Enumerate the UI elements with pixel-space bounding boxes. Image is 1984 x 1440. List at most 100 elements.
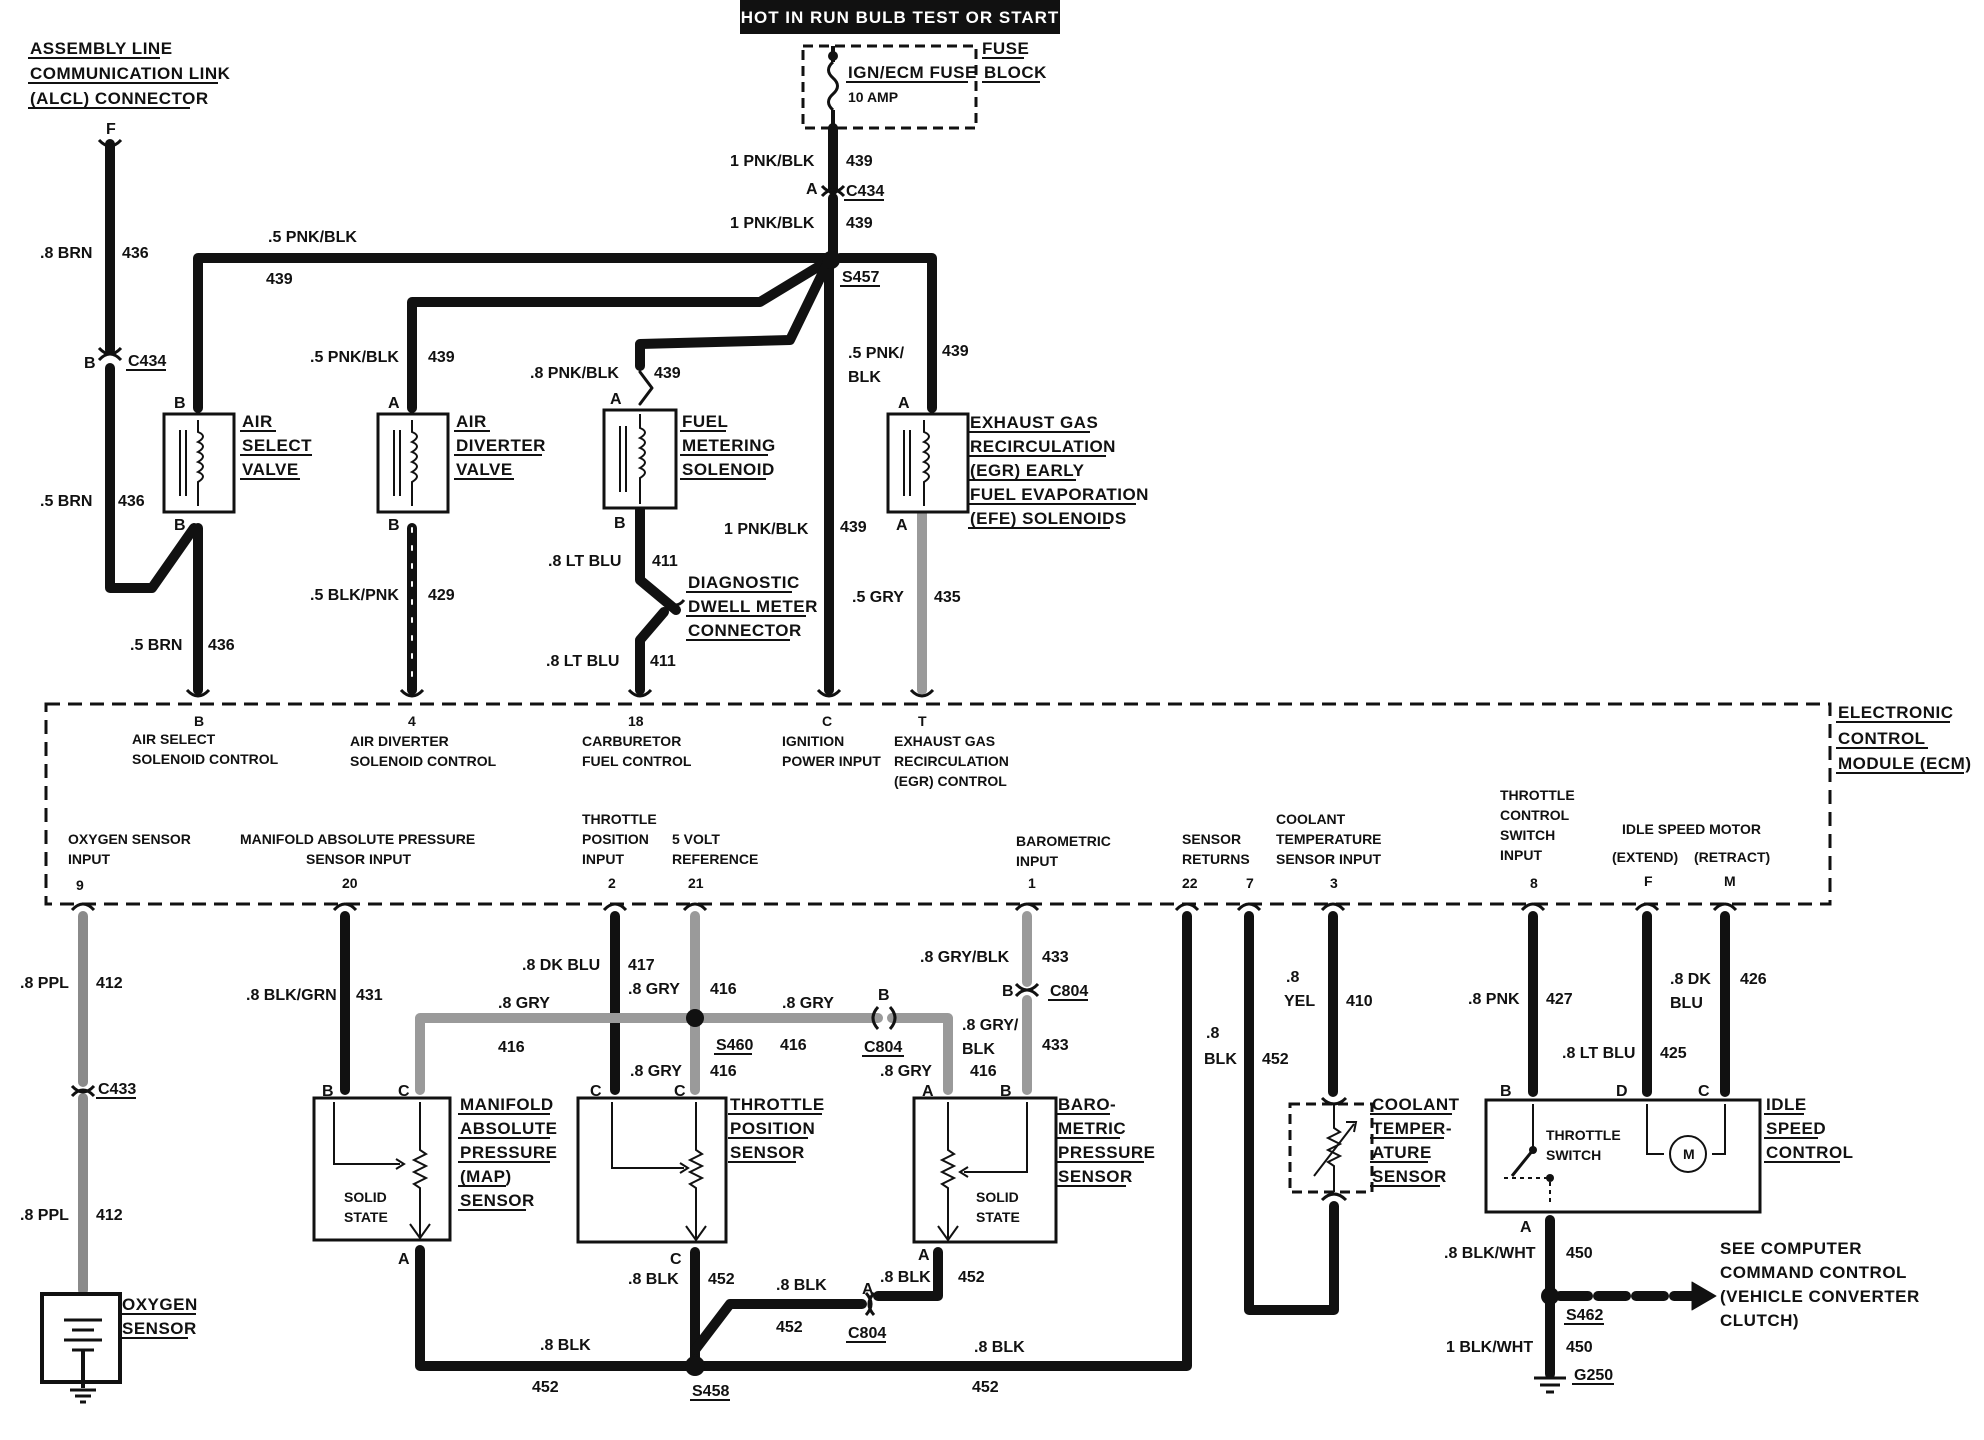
- map-solid-state-2: STATE: [344, 1209, 388, 1225]
- ecm-pin-7: 7: [1246, 875, 1254, 891]
- map-pin-c: C: [398, 1083, 410, 1100]
- ecm-pin-m: M: [1724, 873, 1736, 889]
- ecm-pin-21: 21: [688, 875, 704, 891]
- wire-label-14-circuit: 411: [650, 653, 676, 670]
- ecm-pin-2: 2: [608, 875, 616, 891]
- fuse-block-label-2: BLOCK: [984, 63, 1047, 82]
- wire-439-air-diverter: [407, 257, 831, 413]
- tps-pin-c: C: [674, 1083, 686, 1100]
- ecm-pin-c: C: [822, 713, 832, 729]
- air-select-label-3: VALVE: [242, 460, 299, 479]
- wire-label-23-circuit: 416: [710, 1063, 737, 1080]
- splice-s458: [685, 1356, 705, 1376]
- wire-label-35-gauge: .8: [1286, 969, 1299, 986]
- fuel-metering-label-3: SOLENOID: [682, 460, 775, 479]
- fuel-metering-pin-a: A: [610, 391, 622, 408]
- ecm-pin-3-desc-2: TEMPERATURE: [1276, 831, 1382, 847]
- wire-label-12-circuit: 429: [428, 587, 455, 604]
- idle-label-3: CONTROL: [1766, 1143, 1854, 1162]
- splice-s457: [822, 251, 840, 269]
- tps-box: [576, 1096, 728, 1244]
- wire-label-5-circuit: 439: [654, 365, 681, 382]
- wire-label-16-circuit: 412: [96, 975, 123, 992]
- ecm-label-3: MODULE (ECM): [1838, 754, 1971, 773]
- egr-label-1: EXHAUST GAS: [970, 413, 1098, 432]
- wire-439-fuel-metering: [635, 261, 831, 371]
- ecm-outline: [44, 702, 1832, 906]
- ecm-pin-8: 8: [1530, 875, 1538, 891]
- splice-s460-label: S460: [716, 1037, 753, 1054]
- air-diverter-label-2: DIVERTER: [456, 436, 546, 455]
- idle-pin-d: D: [1616, 1083, 1628, 1100]
- splice-s457-label: S457: [842, 269, 879, 286]
- map-sensor: SOLID STATE B C A MANIFOLD ABSOLUTE PRES…: [312, 1083, 558, 1268]
- connector-c434-alcl: C434: [128, 353, 166, 370]
- diagnostic-label-3: CONNECTOR: [688, 621, 802, 640]
- ecm-pin-4-desc-2: SOLENOID CONTROL: [350, 753, 497, 769]
- c433-mark: [70, 1084, 96, 1094]
- wire-label-11-gauge: .5 BRN: [130, 637, 182, 654]
- wire-label-11-circuit: 436: [208, 637, 235, 654]
- ecm-pin-22-desc-2: RETURNS: [1182, 851, 1250, 867]
- fuse-block: IGN/ECM FUSE 10 AMP FUSE BLOCK: [801, 39, 1047, 130]
- ecm-pin-4-desc-1: AIR DIVERTER: [350, 733, 449, 749]
- wire-411-lower: [635, 607, 669, 695]
- map-pin-b: B: [322, 1083, 334, 1100]
- egr-label-4: FUEL EVAPORATION: [970, 485, 1149, 504]
- idle-pin-c: C: [1698, 1083, 1710, 1100]
- ecm-pin-20: 20: [342, 875, 358, 891]
- egr-efe-solenoids: A A EXHAUST GAS RECIRCULATION (EGR) EARL…: [886, 395, 1149, 534]
- ecm-pin-8-desc-3: SWITCH: [1500, 827, 1555, 843]
- wire-label-13-gauge: .8 LT BLU: [548, 553, 621, 570]
- c804-mark-416: [871, 1005, 880, 1031]
- wire-label-1-circuit: 439: [846, 153, 873, 170]
- fuse-icon: [827, 60, 839, 112]
- wire-label-38-circuit: 425: [1660, 1045, 1687, 1062]
- coolant-temperature-sensor: COOLANT TEMPER- ATURE SENSOR: [1288, 1095, 1459, 1202]
- ecm-pin-1-desc-2: INPUT: [1016, 853, 1058, 869]
- wire-label-25-circuit: 433: [1042, 949, 1069, 966]
- fuel-metering-coil-icon: [637, 414, 646, 504]
- alcl-pin-c: F: [106, 121, 116, 138]
- baro-label-2: METRIC: [1058, 1119, 1126, 1138]
- ecm-pin-8-desc-2: CONTROL: [1500, 807, 1570, 823]
- wire-label-34-gauge: BLK: [1204, 1051, 1237, 1068]
- wire-label-42-circuit: 450: [1566, 1339, 1593, 1356]
- ecm-pin-18-desc-1: CARBURETOR: [582, 733, 681, 749]
- ecm-label-2: CONTROL: [1838, 729, 1926, 748]
- wire-label-34-circuit: 452: [1262, 1051, 1289, 1068]
- wire-452-returns: [695, 911, 1192, 1371]
- wire-label-22-circuit: 416: [780, 1037, 807, 1054]
- wire-label-6-circuit: 439: [942, 343, 969, 360]
- wire-label-17-circuit: 412: [96, 1207, 123, 1224]
- wire-label-8-circuit: 439: [840, 519, 867, 536]
- fuse-terminal: [828, 51, 838, 61]
- ecm-pin-9: 9: [76, 877, 84, 893]
- ecm-pin-1-desc-1: BAROMETRIC: [1016, 833, 1111, 849]
- c434-pin-f: A: [806, 181, 818, 198]
- throttle-switch-label-2: SWITCH: [1546, 1147, 1601, 1163]
- c804-mark-452: [867, 1291, 876, 1317]
- baro-label-1: BARO-: [1058, 1095, 1116, 1114]
- ecm-pin-m-desc: (RETRACT): [1694, 849, 1770, 865]
- ecm-top-terminals: [185, 688, 935, 698]
- connector-c804-baro: C804: [1050, 983, 1088, 1000]
- idle-pin-b: B: [1500, 1083, 1512, 1100]
- see-note-line-2: COMMAND CONTROL: [1720, 1263, 1907, 1282]
- ecm-pin-22-desc-1: SENSOR: [1182, 831, 1241, 847]
- ecm-pin-t-desc-3: (EGR) CONTROL: [894, 773, 1007, 789]
- baro-box: [912, 1096, 1058, 1244]
- air-diverter-valve: A B AIR DIVERTER VALVE: [376, 395, 546, 534]
- wire-452-coolant: [1244, 911, 1339, 1315]
- egr-coil-icon: [921, 420, 930, 506]
- ecm-pin-8-desc-4: INPUT: [1500, 847, 1542, 863]
- wire-452-map: [415, 1245, 705, 1371]
- fuse-block-label-1: FUSE: [982, 39, 1029, 58]
- map-label-2: ABSOLUTE: [460, 1119, 558, 1138]
- connector-c433: C433: [98, 1081, 136, 1098]
- motor-icon: [1669, 1135, 1707, 1173]
- ecm-label: ELECTRONIC CONTROL MODULE (ECM): [1836, 703, 1971, 774]
- tps-pin-b: C: [590, 1083, 602, 1100]
- header: HOT IN RUN BULB TEST OR START: [740, 0, 1060, 34]
- wire-label-2-circuit: 439: [846, 215, 873, 232]
